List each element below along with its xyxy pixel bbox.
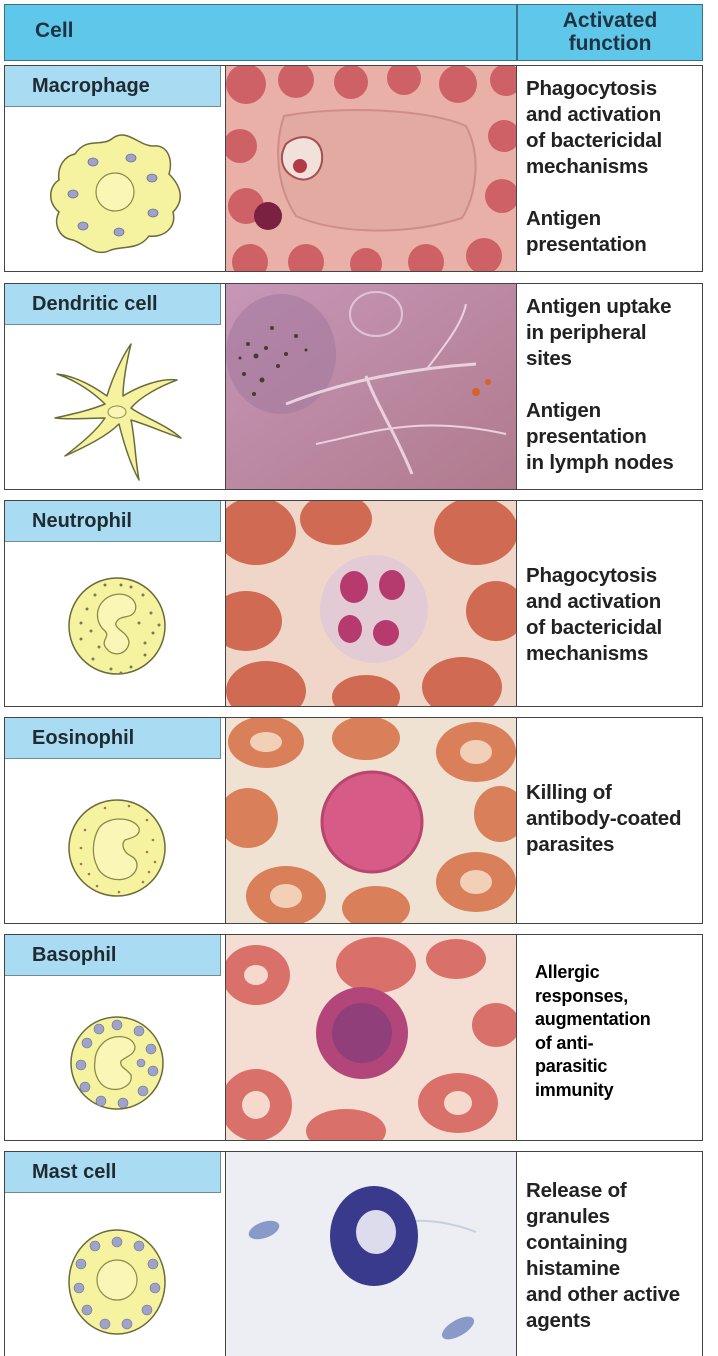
eosinophil-micrograph	[225, 718, 517, 923]
function-line: Killing of	[526, 781, 612, 804]
neutrophil-drawing	[68, 577, 166, 675]
function-line: presentation	[526, 425, 647, 448]
cell-name-box: Neutrophil	[5, 501, 221, 542]
function-line: of bactericidal	[526, 129, 662, 152]
header-divider	[516, 5, 518, 60]
function-line: of anti-	[535, 1032, 594, 1053]
activated-function-text: Phagocytosis and activation of bactericida…	[526, 76, 701, 258]
function-line: Release of	[526, 1179, 627, 1202]
basophil-drawing	[70, 1016, 164, 1110]
dendritic-cell-drawing	[54, 343, 182, 481]
function-line: responses,	[535, 985, 629, 1006]
function-line: Antigen	[526, 399, 601, 422]
row-dendritic-cell: Dendritic cell Antigen uptake in peripher…	[4, 283, 703, 490]
header-cell-label: Cell	[35, 19, 74, 42]
dendritic-cell-micrograph	[225, 284, 517, 489]
row-macrophage: Macrophage	[4, 65, 703, 272]
macrophage-micrograph	[225, 66, 517, 271]
activated-function-text: Release of granules containing histamine and…	[526, 1178, 701, 1334]
cell-name-box: Basophil	[5, 935, 221, 976]
function-line: mechanisms	[526, 642, 649, 665]
function-line: and other active	[526, 1283, 681, 1306]
function-line	[526, 511, 701, 537]
cell-name-box: Macrophage	[5, 66, 221, 107]
function-line: immunity	[535, 1079, 614, 1100]
function-line: Phagocytosis	[526, 77, 657, 100]
function-line: histamine	[526, 1257, 620, 1280]
cell-name-box: Mast cell	[5, 1152, 221, 1193]
function-line	[526, 537, 701, 563]
cell-name: Macrophage	[32, 75, 150, 97]
function-line: agents	[526, 1309, 591, 1332]
cell-name: Dendritic cell	[32, 293, 158, 315]
function-line: in peripheral	[526, 321, 647, 344]
function-line	[526, 180, 701, 206]
cell-name: Eosinophil	[32, 727, 135, 749]
function-line: Antigen uptake	[526, 295, 672, 318]
neutrophil-micrograph	[225, 501, 517, 706]
cell-name-box: Dendritic cell	[5, 284, 221, 325]
function-line: Phagocytosis	[526, 564, 657, 587]
basophil-micrograph	[225, 935, 517, 1140]
cell-name: Basophil	[32, 944, 117, 966]
function-line: presentation	[526, 233, 647, 256]
function-line: Antigen	[526, 207, 601, 230]
mast-cell-drawing	[68, 1229, 166, 1335]
cell-name-box: Eosinophil	[5, 718, 221, 759]
cell-name: Neutrophil	[32, 510, 132, 532]
row-mast-cell: Mast cell Release of granules containing hi…	[4, 1151, 703, 1356]
function-line: augmentation	[535, 1009, 651, 1029]
function-line	[526, 728, 701, 754]
function-line: parasitic	[535, 1056, 608, 1076]
mast-cell-micrograph	[225, 1152, 517, 1356]
function-line: granules	[526, 1205, 610, 1228]
row-basophil: Basophil Allergic responses, augmentation o…	[4, 934, 703, 1141]
eosinophil-drawing	[68, 799, 166, 897]
function-line: mechanisms	[526, 155, 649, 178]
function-line: Allergic	[535, 962, 600, 982]
function-line: in lymph nodes	[526, 451, 674, 474]
activated-function-text: Allergic responses, augmentation of anti-pa…	[535, 961, 710, 1102]
function-line: sites	[526, 347, 572, 370]
function-line: and activation	[526, 103, 662, 126]
function-line: antibody-coated	[526, 807, 682, 830]
function-line: of bactericidal	[526, 616, 662, 639]
function-line	[526, 754, 701, 780]
activated-function-text: Phagocytosis and activation of bactericida…	[526, 511, 701, 667]
function-line: containing	[526, 1231, 628, 1254]
cell-name: Mast cell	[32, 1161, 117, 1183]
macrophage-drawing	[50, 134, 181, 254]
function-line: and activation	[526, 590, 662, 613]
activated-function-text: Killing of antibody-coated parasites	[526, 728, 701, 858]
function-line	[526, 372, 701, 398]
function-line: parasites	[526, 833, 615, 856]
